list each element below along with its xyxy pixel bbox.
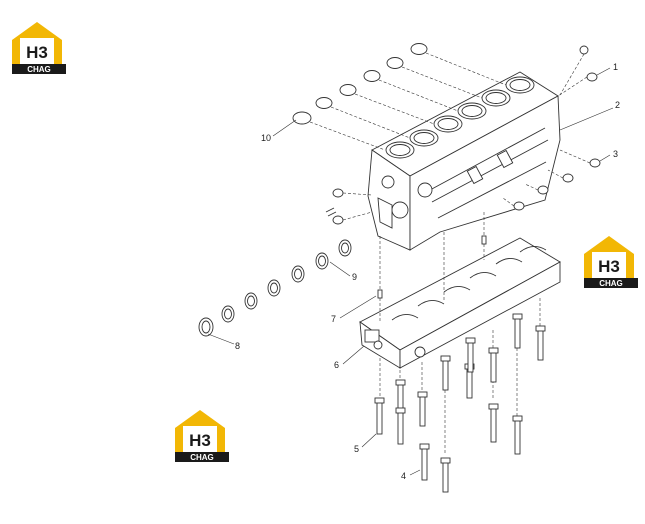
dowel-leaders xyxy=(379,212,485,322)
cup-plugs-top xyxy=(292,43,428,125)
callout-6: 6 xyxy=(334,360,339,370)
callout-7: 7 xyxy=(331,314,336,324)
callout-2: 2 xyxy=(615,100,620,110)
callout-leaders xyxy=(207,67,614,476)
callout-5: 5 xyxy=(354,444,359,454)
callout-8: 8 xyxy=(235,341,240,351)
logo-word: CHAG xyxy=(599,279,623,288)
thrust-bearing xyxy=(198,317,214,337)
brand-logo: H3 CHAG xyxy=(584,236,638,288)
callout-4: 4 xyxy=(401,471,406,481)
cylinder-block xyxy=(367,71,561,251)
callout-10: 10 xyxy=(261,133,271,143)
plug-leaders xyxy=(342,53,591,221)
callout-9: 9 xyxy=(352,272,357,282)
brand-logo: H3 CHAG xyxy=(175,410,229,462)
bolts xyxy=(374,313,546,493)
bearing-shells xyxy=(221,239,352,323)
logo-word: CHAG xyxy=(27,65,51,74)
callout-3: 3 xyxy=(613,149,618,159)
dowel-pin xyxy=(325,207,337,217)
bedplate xyxy=(359,237,561,369)
callout-1: 1 xyxy=(613,62,618,72)
logo-word: CHAG xyxy=(190,453,214,462)
brand-logo: H3 CHAG xyxy=(12,22,66,74)
logo-mark: H3 xyxy=(598,257,620,276)
logo-mark: H3 xyxy=(26,43,48,62)
logo-mark: H3 xyxy=(189,431,211,450)
cup-plug-leaders xyxy=(309,52,507,151)
